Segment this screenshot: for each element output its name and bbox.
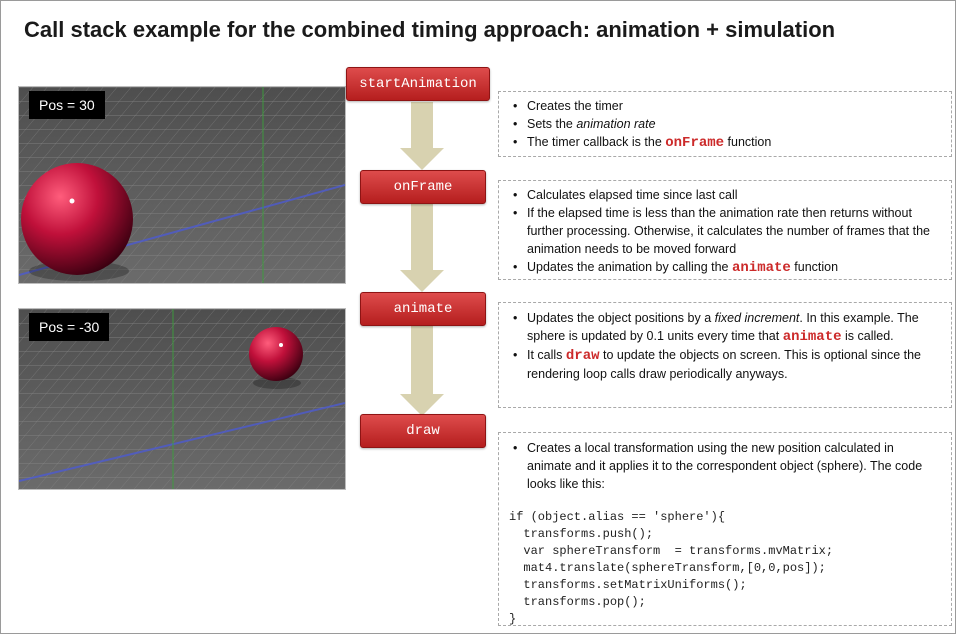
grid-floor-top xyxy=(19,87,345,283)
function-box-onframe: onFrame xyxy=(360,170,486,204)
note-startanimation: Creates the timer Sets the animation rat… xyxy=(498,91,952,157)
keyword-animate: animate xyxy=(782,329,842,345)
function-box-draw: draw xyxy=(360,414,486,448)
code-line: transforms.setMatrixUniforms(); xyxy=(509,578,747,592)
note-bullet: If the elapsed time is less than the ani… xyxy=(513,204,937,258)
arrow-shaft-2 xyxy=(411,198,433,272)
note-bullet: It calls draw to update the objects on s… xyxy=(513,346,937,383)
keyword-animate: animate xyxy=(732,260,791,276)
note-onframe: Calculates elapsed time since last call … xyxy=(498,180,952,280)
arrow-shaft-1 xyxy=(411,102,433,150)
note-bullet: Calculates elapsed time since last call xyxy=(513,186,937,204)
keyword-draw: draw xyxy=(565,348,600,364)
function-box-animate: animate xyxy=(360,292,486,326)
code-line: var sphereTransform = transforms.mvMatri… xyxy=(509,544,834,558)
note-draw: Creates a local transformation using the… xyxy=(498,432,952,626)
code-line: mat4.translate(sphereTransform,[0,0,pos]… xyxy=(509,561,826,575)
note-bullet: Creates a local transformation using the… xyxy=(513,439,937,493)
scene-bottom: Pos = -30 xyxy=(18,308,346,490)
code-line: } xyxy=(509,612,517,626)
note-bullet: Creates the timer xyxy=(513,97,951,115)
arrow-head-2 xyxy=(400,270,444,292)
sphere-top xyxy=(21,163,133,275)
arrow-head-3 xyxy=(400,394,444,416)
keyword-onframe: onFrame xyxy=(665,135,725,151)
pos-label-top: Pos = 30 xyxy=(29,91,105,119)
code-block: if (object.alias == 'sphere'){ transform… xyxy=(499,493,951,628)
note-bullet: The timer callback is the onFrame functi… xyxy=(513,133,951,152)
note-animate: Updates the object positions by a fixed … xyxy=(498,302,952,408)
note-bullet: Updates the animation by calling the ani… xyxy=(513,258,937,277)
arrow-shaft-3 xyxy=(411,324,433,396)
code-line: transforms.pop(); xyxy=(509,595,646,609)
note-bullet: Updates the object positions by a fixed … xyxy=(513,309,937,346)
note-bullet: Sets the animation rate xyxy=(513,115,951,133)
blue-axis-line xyxy=(19,402,345,482)
sphere-bottom xyxy=(249,327,303,381)
slide-title: Call stack example for the combined timi… xyxy=(24,17,836,42)
code-line: if (object.alias == 'sphere'){ xyxy=(509,510,726,524)
pos-label-bottom: Pos = -30 xyxy=(29,313,110,341)
function-box-startanimation: startAnimation xyxy=(346,67,490,101)
arrow-head-1 xyxy=(400,148,444,170)
scene-top: Pos = 30 xyxy=(18,86,346,284)
code-line: transforms.push(); xyxy=(509,527,654,541)
